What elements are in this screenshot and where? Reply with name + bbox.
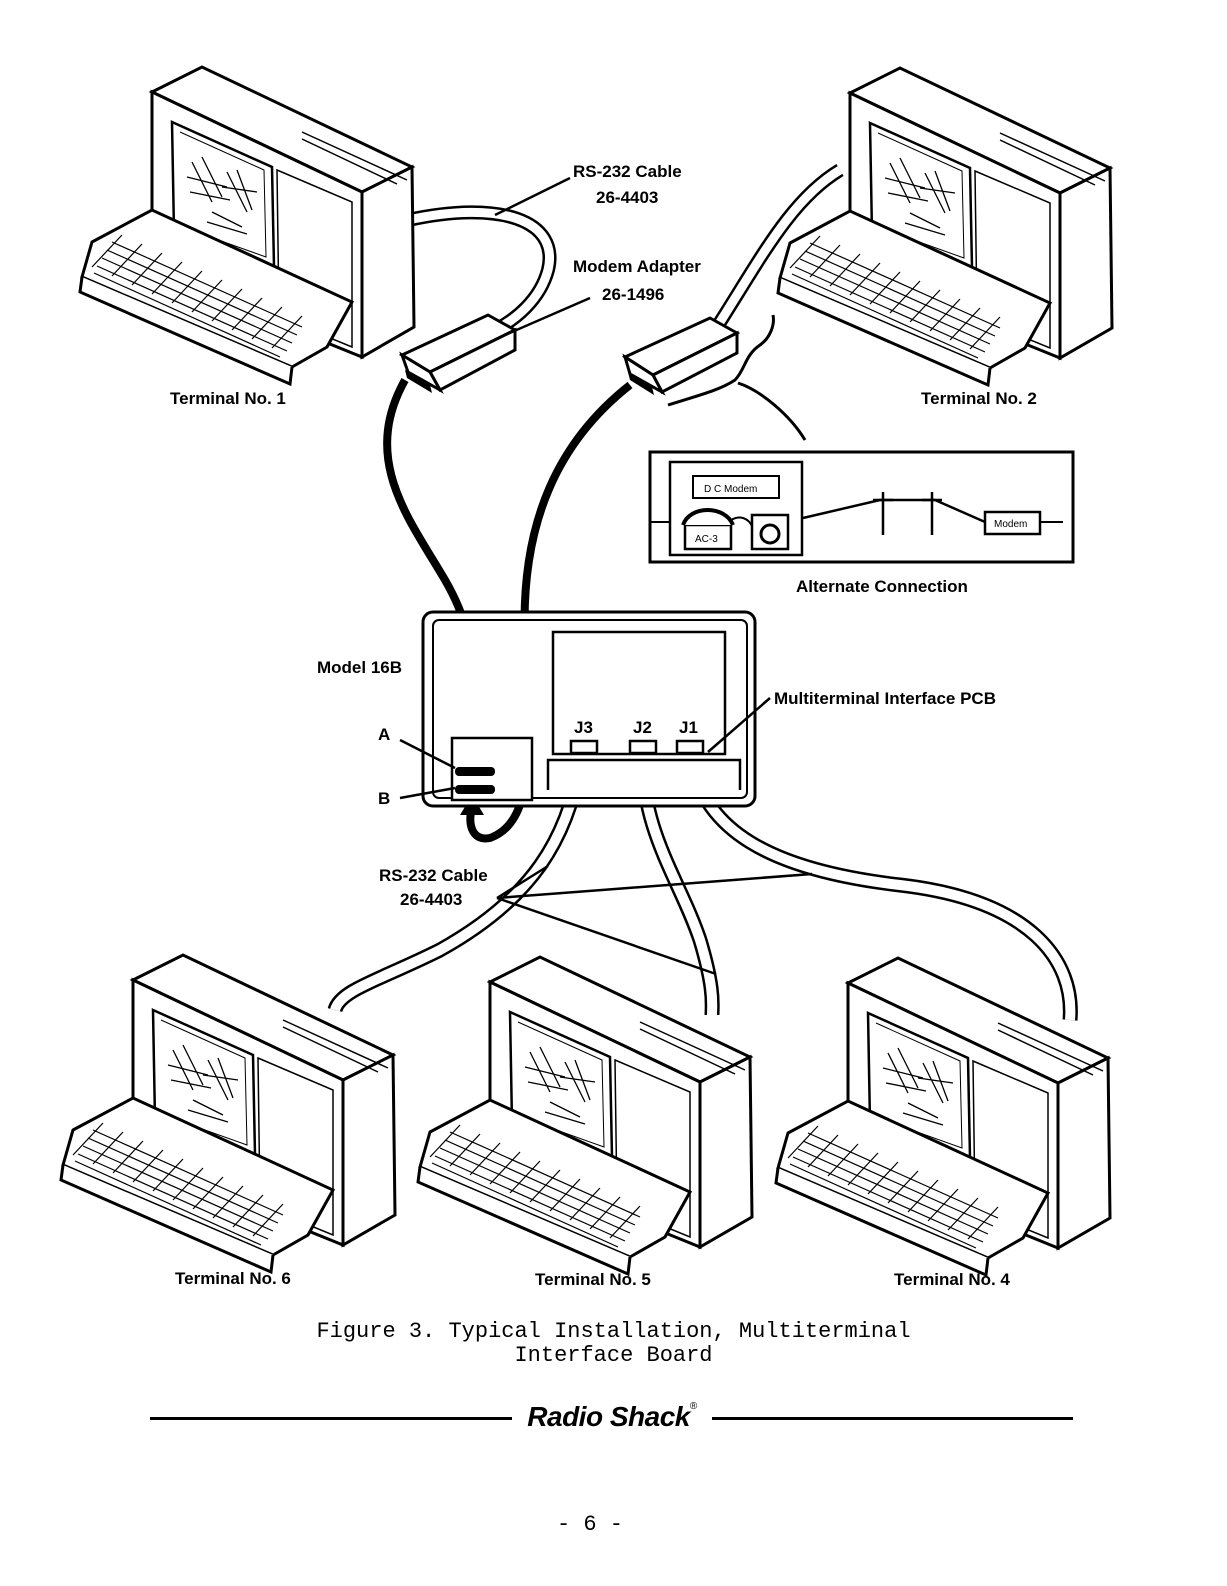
cable-j1-terminal-4 [682, 750, 1078, 1021]
rs232-cable-top-part: 26-4403 [596, 188, 658, 207]
alternate-connection-brace [667, 314, 807, 441]
modem-adapter-2 [621, 316, 741, 396]
modem-adapter-1 [398, 313, 519, 394]
cable-terminal-2-modem-adapter [709, 163, 844, 334]
port-b-label: B [378, 789, 390, 808]
rs232-cable-bottom-part: 26-4403 [400, 890, 462, 909]
brand-name: Radio Shack [527, 1401, 690, 1432]
terminal-4-label: Terminal No. 4 [894, 1270, 1010, 1289]
page-number: - 6 - [556, 1512, 623, 1537]
model-16b-label: Model 16B [317, 658, 402, 677]
registered-mark: ® [689, 1401, 697, 1412]
interface-pcb-label: Multiterminal Interface PCB [774, 689, 996, 708]
dc-modem-label: D C Modem [704, 484, 757, 495]
terminal-2-illustration [776, 66, 1114, 387]
terminal-5-illustration [416, 955, 754, 1276]
j1-label: J1 [679, 718, 698, 737]
caption-line-1: Figure 3. Typical Installation, Multiter… [316, 1319, 911, 1344]
terminal-1-illustration [78, 65, 416, 386]
rs232-cable-top-name: RS-232 Cable [573, 162, 682, 181]
terminal-2-label: Terminal No. 2 [921, 389, 1037, 408]
terminal-4-illustration [774, 956, 1112, 1277]
footer-rule-right [712, 1417, 1073, 1420]
leader-lines [399, 176, 813, 976]
alternate-connection-label: Alternate Connection [796, 577, 968, 596]
radio-shack-logo: Radio Shack® [512, 1401, 712, 1433]
footer-rule-left [150, 1417, 512, 1420]
modem-adapter-part: 26-1496 [602, 285, 664, 304]
caption-line-2: Interface Board [514, 1343, 713, 1368]
terminal-5-label: Terminal No. 5 [535, 1270, 651, 1289]
figure-caption: Figure 3. Typical Installation, Multiter… [0, 1320, 1227, 1368]
rs232-cable-bottom-name: RS-232 Cable [379, 866, 488, 885]
modem-label: Modem [994, 519, 1027, 530]
installation-diagram: RS-232 Cable 26-4403 Modem Adapter 26-14… [59, 65, 1114, 1289]
cable-j3-terminal-6 [327, 750, 590, 1013]
cable-terminal-1-modem-adapter [406, 205, 557, 337]
model-16b-unit [421, 610, 757, 808]
port-a-label: A [378, 725, 390, 744]
alternate-connection-box [648, 450, 1075, 564]
j3-label: J3 [574, 718, 593, 737]
ac3-label: AC-3 [695, 534, 718, 545]
terminal-6-label: Terminal No. 6 [175, 1269, 291, 1288]
j2-label: J2 [633, 718, 652, 737]
modem-adapter-name: Modem Adapter [573, 257, 701, 276]
terminal-1-label: Terminal No. 1 [170, 389, 286, 408]
